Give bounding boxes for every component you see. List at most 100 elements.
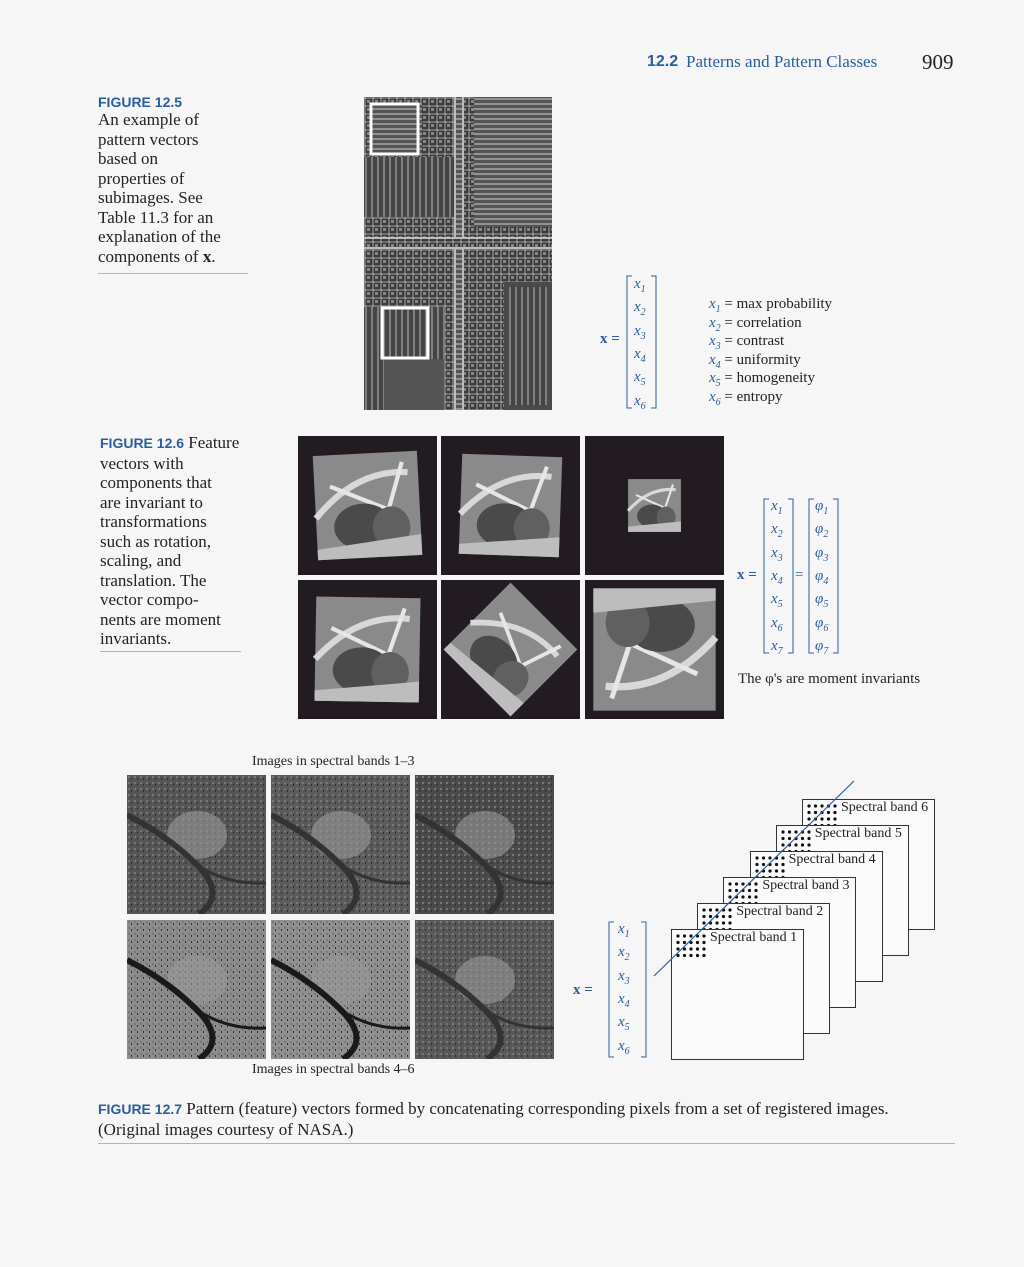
vector-component: φ3 bbox=[815, 544, 829, 564]
spectral-band-label: Spectral band 6 bbox=[841, 800, 929, 815]
vector-x-label: x = bbox=[573, 982, 593, 998]
feature-symbol: x4 bbox=[709, 351, 721, 371]
caption-line: are invariant to bbox=[100, 492, 203, 512]
vector-component: x3 bbox=[771, 544, 783, 564]
caption-line: transformations bbox=[100, 512, 207, 531]
pixel-line bbox=[653, 780, 855, 977]
circuit-image bbox=[364, 97, 552, 410]
spectral-image bbox=[271, 920, 410, 1059]
caption-line: based on bbox=[98, 149, 158, 168]
equals-sign: = bbox=[795, 567, 804, 583]
fig-12-6-label: FIGURE 12.6 bbox=[100, 435, 185, 451]
caption-rule bbox=[98, 273, 248, 274]
bottom-images-label: Images in spectral bands 4–6 bbox=[252, 1062, 415, 1077]
pixel-dots bbox=[675, 933, 709, 968]
spectral-image bbox=[271, 775, 410, 914]
vector-component: x6 bbox=[618, 1037, 630, 1057]
feature-symbol: x1 bbox=[709, 296, 721, 315]
fig-12-5-label: FIGURE 12.5 bbox=[98, 94, 183, 110]
transformed-image bbox=[441, 436, 580, 575]
top-images-label: Images in spectral bands 1–3 bbox=[252, 754, 415, 769]
spectral-image bbox=[127, 920, 266, 1059]
feature-definition: x5 = homogeneity bbox=[709, 370, 815, 389]
vector-component: x7 bbox=[771, 637, 783, 657]
pixel-dots bbox=[780, 829, 814, 864]
feature-name: = uniformity bbox=[720, 351, 801, 368]
vector-component: x1 bbox=[771, 498, 783, 517]
feature-definition: x4 = uniformity bbox=[709, 352, 801, 371]
feature-name: = contrast bbox=[720, 333, 785, 350]
section-number: 12.2 bbox=[647, 53, 679, 70]
transformed-image bbox=[298, 436, 437, 575]
caption-line: Table 11.3 for an bbox=[98, 207, 214, 227]
vector-component: x6 bbox=[771, 614, 783, 634]
fig-12-7-label: FIGURE 12.7 bbox=[98, 1101, 183, 1117]
vector-component: φ7 bbox=[815, 637, 829, 657]
vector-component: φ4 bbox=[815, 567, 829, 587]
transformed-image bbox=[441, 580, 580, 719]
transformed-image bbox=[585, 580, 724, 719]
caption-line: invariants. bbox=[100, 629, 172, 648]
feature-name: = correlation bbox=[720, 314, 802, 331]
spectral-image bbox=[415, 920, 554, 1059]
feature-definition: x3 = contrast bbox=[709, 333, 784, 352]
feature-definition: x2 = correlation bbox=[709, 315, 802, 334]
caption-rule bbox=[98, 1143, 955, 1144]
vector-component: x2 bbox=[618, 944, 630, 964]
caption-rule bbox=[100, 651, 241, 652]
spectral-band-label: Spectral band 4 bbox=[788, 852, 876, 867]
caption-line: translation. The bbox=[100, 570, 207, 590]
caption-line: scaling, and bbox=[100, 551, 182, 570]
vector-component: x4 bbox=[618, 990, 630, 1010]
caption-line: nents are moment bbox=[100, 609, 221, 629]
vector-component: x3 bbox=[634, 322, 646, 342]
feature-name: = max probability bbox=[720, 296, 833, 312]
feature-name: = homogeneity bbox=[720, 370, 815, 387]
section-title: Patterns and Pattern Classes bbox=[686, 52, 878, 71]
spectral-band-label: Spectral band 3 bbox=[762, 878, 850, 893]
vector-component: x3 bbox=[618, 967, 630, 987]
feature-symbol: x6 bbox=[709, 389, 721, 408]
feature-symbol: x3 bbox=[709, 333, 721, 353]
vector-component: x5 bbox=[634, 369, 646, 389]
caption-line: vector compo- bbox=[100, 590, 199, 609]
vector-component: x5 bbox=[618, 1014, 630, 1034]
vector-component: φ2 bbox=[815, 521, 829, 541]
caption-line: pattern vectors bbox=[98, 129, 199, 149]
caption-line: such as rotation, bbox=[100, 531, 211, 551]
caption-line: components that bbox=[100, 473, 212, 492]
feature-definition: x6 = entropy bbox=[709, 389, 782, 408]
vector-brackets bbox=[626, 275, 657, 409]
feature-definition: x1 = max probability bbox=[709, 296, 832, 315]
vector-component: x2 bbox=[634, 299, 646, 319]
transformed-image bbox=[585, 436, 724, 575]
vector-component: x5 bbox=[771, 591, 783, 611]
spectral-image bbox=[127, 775, 266, 914]
feature-name: = entropy bbox=[720, 389, 783, 405]
vector-component: x4 bbox=[771, 567, 783, 587]
caption-line: subimages. See bbox=[98, 188, 203, 207]
caption-line: vectors with bbox=[100, 453, 184, 473]
feature-symbol: x5 bbox=[709, 370, 721, 390]
spectral-band-label: Spectral band 5 bbox=[814, 826, 902, 841]
spectral-image bbox=[415, 775, 554, 914]
vector-component: φ1 bbox=[815, 498, 829, 517]
feature-symbol: x2 bbox=[709, 314, 721, 334]
caption-line: An example of bbox=[98, 110, 200, 129]
vector-component: x1 bbox=[618, 921, 630, 940]
fig-12-7-caption: FIGURE 12.7 Pattern (feature) vectors fo… bbox=[98, 1099, 889, 1139]
vector-component: x6 bbox=[634, 392, 646, 412]
caption-line: explanation of the bbox=[98, 227, 221, 246]
vector-x-label: x = bbox=[737, 567, 757, 583]
vector-x-label: x = bbox=[600, 331, 620, 347]
spectral-band-label: Spectral band 1 bbox=[710, 930, 798, 945]
vector-component: x2 bbox=[771, 521, 783, 541]
moment-note: The φ's are moment invariants bbox=[738, 671, 921, 687]
vector-component: φ5 bbox=[815, 591, 829, 611]
page-number: 909 bbox=[922, 50, 954, 74]
phi-brackets bbox=[808, 498, 839, 654]
